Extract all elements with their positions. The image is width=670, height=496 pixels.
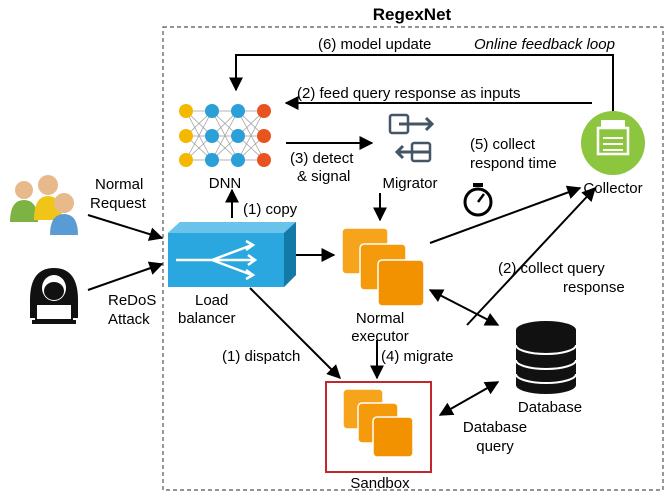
collector-icon <box>581 111 645 175</box>
copy-label: (1) copy <box>243 201 298 218</box>
system-title: RegexNet <box>373 5 452 24</box>
model-update-label: (6) model update <box>318 36 431 53</box>
redos-attack-label-line2: Attack <box>108 311 150 328</box>
detect-signal-label-line2: & signal <box>297 168 350 185</box>
database-query-arrow <box>438 381 500 416</box>
collect-time-label-line2: respond time <box>470 155 557 172</box>
executor-database-arrow <box>428 289 500 326</box>
dnn-icon <box>179 104 271 167</box>
system-boundary <box>162 26 664 491</box>
users-icon <box>10 175 78 235</box>
load-balancer-label-line2: balancer <box>178 310 236 327</box>
executor-to-collector-arrow <box>429 185 582 244</box>
migrator-label: Migrator <box>382 175 437 192</box>
sandbox-label: Sandbox <box>350 475 410 492</box>
model-update-arrow <box>229 54 614 118</box>
feed-query-label: (2) feed query response as inputs <box>297 85 520 102</box>
collect-query-label-line1: (2) collect query <box>498 260 605 277</box>
normal-request-arrow <box>87 214 164 241</box>
database-query-label-line2: query <box>476 438 514 455</box>
dispatch-label: (1) dispatch <box>222 348 300 365</box>
feedback-loop-label: Online feedback loop <box>474 36 615 53</box>
normal-executor-icon <box>341 227 425 307</box>
detect-signal-label-line1: (3) detect <box>290 150 354 167</box>
migrator-icon <box>388 113 435 163</box>
database-label: Database <box>518 399 582 416</box>
database-query-label-line1: Database <box>463 419 527 436</box>
redos-attack-arrow <box>87 261 164 291</box>
migrate-label: (4) migrate <box>381 348 454 365</box>
redos-attack-label-line1: ReDoS <box>108 292 156 309</box>
load-balancer-icon <box>168 222 296 287</box>
dispatch-arrow <box>249 287 341 379</box>
database-icon <box>515 321 577 394</box>
sandbox-box <box>325 381 432 473</box>
load-balancer-label-line1: Load <box>195 292 228 309</box>
dnn-label: DNN <box>209 175 242 192</box>
normal-executor-label-line2: executor <box>351 328 409 345</box>
normal-request-label-line1: Normal <box>95 176 143 193</box>
collector-label: Collector <box>583 180 642 197</box>
collect-time-label-line1: (5) collect <box>470 136 536 153</box>
normal-executor-label-line1: Normal <box>356 310 404 327</box>
hacker-icon <box>30 268 78 324</box>
collect-query-label-line2: response <box>563 279 625 296</box>
sandbox-executor-icon <box>342 388 414 458</box>
normal-request-label-line2: Request <box>90 195 147 212</box>
stopwatch-icon <box>463 183 493 217</box>
collect-query-arrow <box>466 186 596 326</box>
